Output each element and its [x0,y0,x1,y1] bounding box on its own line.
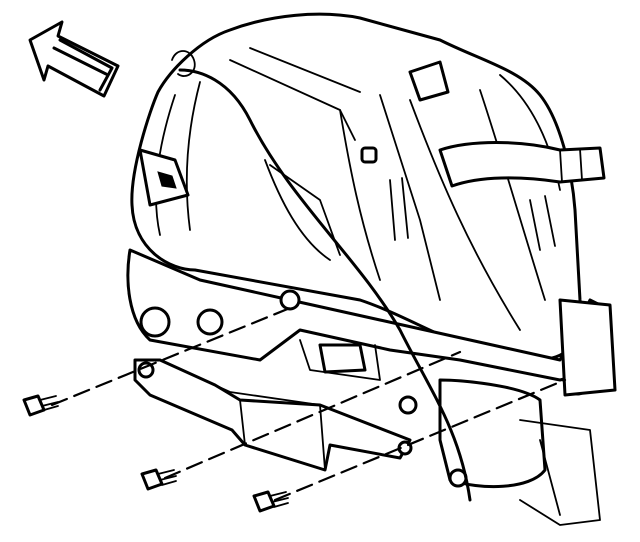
engine-upper-assembly [130,12,583,362]
bolt-left [22,394,59,417]
cable-line [171,50,472,502]
bolt-center [140,468,177,491]
engine-lower-block [126,248,617,526]
bolt-right [252,490,289,513]
alignment-lines [50,306,567,502]
mounting-bracket [133,358,413,472]
direction-arrow-icon [28,20,120,98]
hose-pipe [438,141,606,188]
